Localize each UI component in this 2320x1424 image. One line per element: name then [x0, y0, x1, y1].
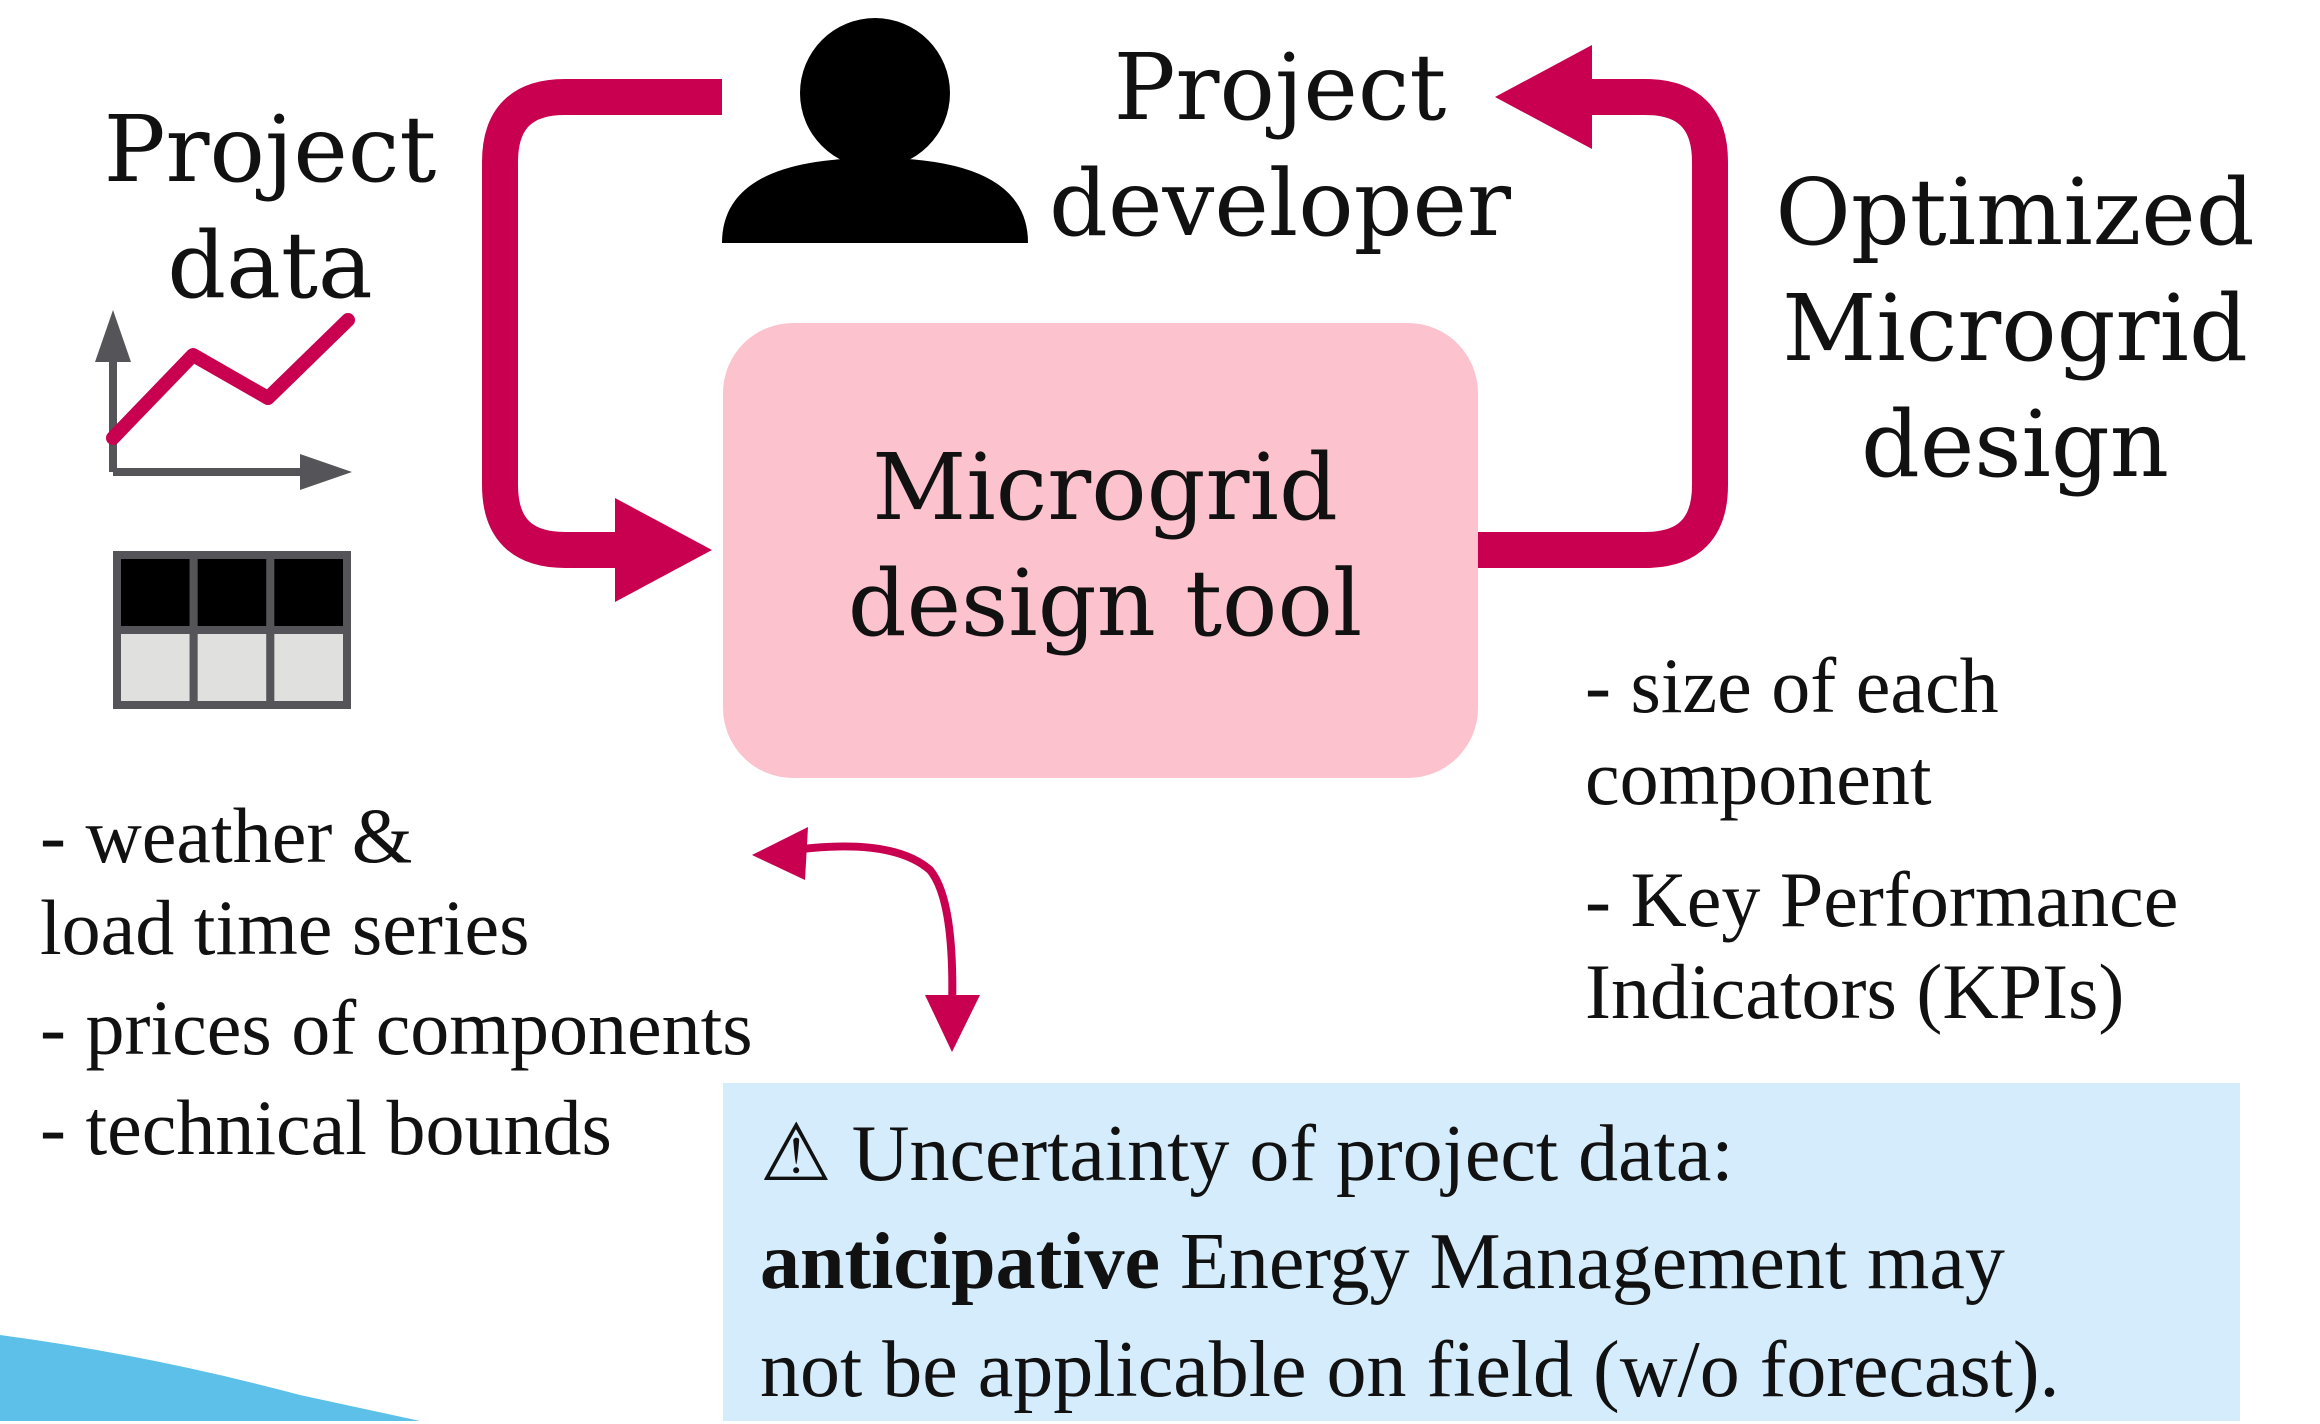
table-header-cell	[113, 551, 198, 634]
input-prices: - prices of components	[40, 984, 753, 1071]
output-arrow	[1478, 79, 1728, 568]
design-tool-box	[723, 323, 1478, 778]
project-data-list: - weather & load time series - prices of…	[40, 790, 753, 1174]
design-output-list: - size of each component - Key Performan…	[1585, 640, 2178, 1038]
decorative-blob	[0, 1335, 420, 1421]
warning-icon: ⚠	[760, 1110, 832, 1198]
table-body-cell	[266, 626, 352, 709]
optimized-line3: design	[1860, 390, 2170, 498]
project-data-line2: data	[167, 211, 373, 319]
uncertainty-link-arrowhead-down	[925, 995, 980, 1052]
warning-box	[723, 1083, 2240, 1421]
project-developer-label: Project developer	[1040, 30, 1520, 262]
developer-line2: developer	[1049, 149, 1511, 257]
input-weather-line2: load time series	[40, 884, 530, 971]
input-bounds: - technical bounds	[40, 1084, 612, 1171]
uncertainty-link-arrow	[779, 842, 957, 1011]
output-kpi-line2: Indicators (KPIs)	[1585, 948, 2125, 1035]
warning-line3: not be applicable on field (w/o forecast…	[760, 1326, 2060, 1414]
warning-bold-term: anticipative	[760, 1218, 1160, 1306]
optimized-line2: Microgrid	[1782, 274, 2248, 382]
person-icon	[722, 18, 1028, 243]
design-tool-label: Microgrid design tool	[725, 430, 1485, 662]
project-data-label: Project data	[70, 92, 470, 324]
line-chart-icon	[95, 310, 355, 490]
developer-line1: Project	[1113, 34, 1447, 141]
output-arrowhead	[1495, 45, 1592, 149]
uncertainty-link-arrowhead-left	[752, 827, 808, 880]
table-header-cell	[189, 551, 275, 634]
output-kpi-line1: - Key Performance	[1585, 856, 2179, 943]
optimized-line1: Optimized	[1775, 159, 2255, 266]
input-weather-line1: - weather &	[40, 792, 413, 879]
output-size-line2: component	[1585, 734, 1932, 821]
output-size-line1: - size of each	[1585, 642, 1999, 729]
warning-title: Uncertainty of project data:	[851, 1110, 1734, 1198]
table-icon	[113, 551, 352, 709]
table-body-cell	[189, 626, 275, 709]
tool-line2: design tool	[847, 549, 1363, 657]
warning-line2: anticipative Energy Management may	[760, 1208, 2060, 1316]
input-arrow	[482, 79, 722, 568]
warning-text: ⚠ Uncertainty of project data: anticipat…	[760, 1100, 2060, 1424]
warning-line2-rest: Energy Management may	[1159, 1218, 2005, 1306]
input-arrowhead	[615, 498, 712, 602]
table-body-cell	[113, 626, 198, 709]
project-data-line1: Project	[103, 96, 437, 203]
warning-line1: ⚠ Uncertainty of project data:	[760, 1100, 2060, 1208]
optimized-design-label: Optimized Microgrid design	[1735, 155, 2295, 503]
table-header-cell	[266, 551, 352, 634]
tool-line1: Microgrid	[872, 434, 1338, 541]
